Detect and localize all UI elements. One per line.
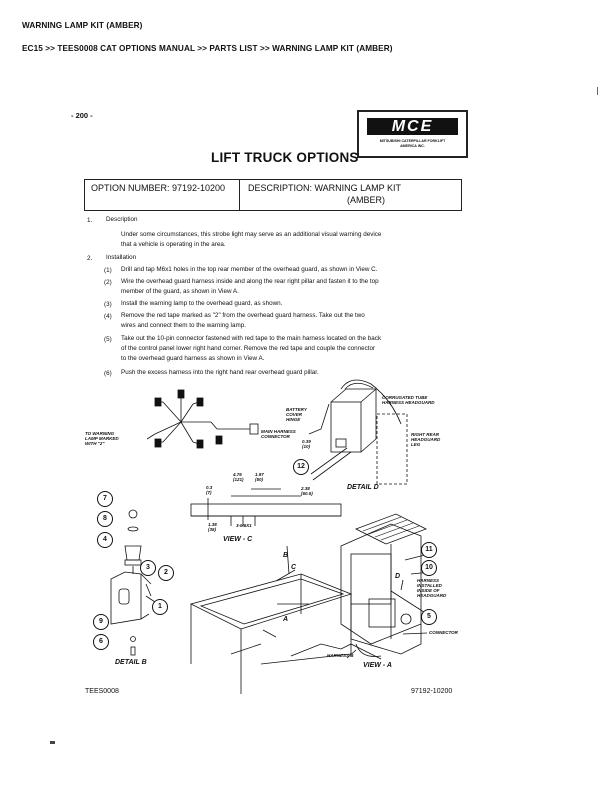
step-number: (3)	[104, 301, 112, 308]
installation-diagram	[110, 379, 432, 694]
label-dim-c1: 4.76(121)	[233, 472, 244, 482]
footer-doc-id: TEES0008	[85, 688, 119, 695]
letter-a: A	[283, 616, 289, 623]
callout-9: 9	[93, 614, 109, 630]
option-description-2: (AMBER)	[347, 195, 385, 205]
step-number: (6)	[104, 370, 112, 377]
scan-mark	[597, 87, 598, 95]
label-view-c: VIEW - C	[223, 536, 253, 543]
label-detail-d: DETAIL D	[347, 484, 379, 491]
label-harness-b: HARNESS B	[327, 653, 354, 658]
callout-11: 11	[421, 542, 437, 558]
label-view-a: VIEW - A	[363, 662, 392, 669]
footer-part-number: 97192-10200	[411, 688, 453, 695]
document-title: LIFT TRUCK OPTIONS	[211, 150, 359, 165]
callout-4: 4	[97, 532, 113, 548]
callout-8: 8	[97, 511, 113, 527]
step-text: Wire the overhead guard harness inside a…	[121, 278, 379, 285]
label-connector: CONNECTOR	[429, 630, 458, 635]
section-number: 1.	[87, 217, 93, 224]
callout-3: 3	[140, 560, 156, 576]
letter-b: B	[283, 552, 289, 559]
option-box: OPTION NUMBER: 97192-10200 DESCRIPTION: …	[84, 179, 462, 211]
step-text: wires and connect them to the warning la…	[121, 322, 246, 329]
step-text: of the control panel lower right hand co…	[121, 345, 376, 352]
label-dim-c3: 0.3(7)	[206, 485, 213, 495]
step-text: member of the guard, as shown in View A.	[121, 288, 239, 295]
breadcrumb[interactable]: EC15 >> TEES0008 CAT OPTIONS MANUAL >> P…	[22, 44, 393, 53]
step-text: to the overhead guard harness as shown i…	[121, 355, 265, 362]
label-dim-c5: 1.38(35)	[208, 522, 217, 532]
callout-6: 6	[93, 634, 109, 650]
logo-mark: MCE	[367, 118, 458, 135]
scan-mark	[50, 741, 55, 744]
section-title: Description	[106, 216, 138, 223]
callout-1: 1	[152, 599, 168, 615]
instruction-text: that a vehicle is operating in the area.	[121, 241, 226, 248]
option-number: OPTION NUMBER: 97192-10200	[91, 183, 226, 193]
section-number: 2.	[87, 255, 93, 262]
callout-10: 10	[421, 560, 437, 576]
callout-7: 7	[97, 491, 113, 507]
section-title: Installation	[106, 254, 137, 261]
label-dim-c2: 1.97(50)	[255, 472, 264, 482]
instruction-text: Under some circumstances, this strobe li…	[121, 231, 382, 238]
step-text: Push the excess harness into the right h…	[121, 369, 319, 376]
label-dim-d: 0.39(10)	[302, 439, 311, 449]
letter-c: C	[291, 564, 297, 571]
step-number: (5)	[104, 336, 112, 343]
label-dim-c4: 2.38(60.5)	[301, 486, 313, 496]
letter-d: D	[395, 573, 401, 580]
callout-5: 5	[421, 609, 437, 625]
step-text: Install the warning lamp to the overhead…	[121, 300, 283, 307]
step-text: Remove the red tape marked as "2" from t…	[121, 312, 365, 319]
page-title: WARNING LAMP KIT (AMBER)	[22, 21, 143, 30]
step-text: Drill and tap M6x1 holes in the top rear…	[121, 266, 378, 273]
page-number: - 200 -	[71, 111, 93, 120]
step-number: (2)	[104, 279, 112, 286]
option-description: DESCRIPTION: WARNING LAMP KIT	[248, 183, 402, 193]
callout-2: 2	[158, 565, 174, 581]
manual-page-image: - 200 - MCE MITSUBISHI CATERPILLAR FORKL…	[51, 84, 562, 764]
step-number: (1)	[104, 267, 112, 274]
label-m6: 3-M6X1	[236, 523, 252, 528]
step-text: Take out the 10-pin connector fastened w…	[121, 335, 382, 342]
label-detail-b: DETAIL B	[115, 659, 147, 666]
callout-12: 12	[293, 459, 309, 475]
step-number: (4)	[104, 313, 112, 320]
